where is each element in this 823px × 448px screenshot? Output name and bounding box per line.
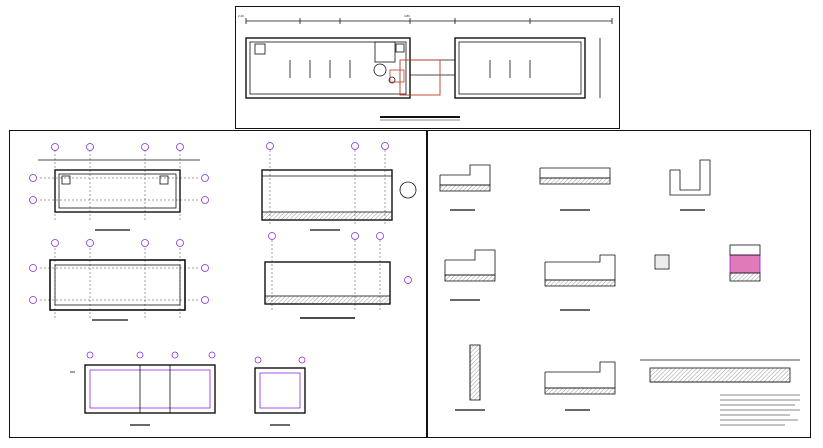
top-plan <box>245 18 613 121</box>
top-dim-label-right: 4.80 <box>404 14 410 18</box>
left-bottom-plan-bubbles <box>86 351 216 359</box>
left-sheet <box>9 130 427 438</box>
left-bottom-section-bubbles <box>254 356 306 364</box>
left-plan-2-bubbles <box>29 239 209 304</box>
left-section-1 <box>261 150 417 231</box>
top-dim-label-left: 2.40 <box>238 14 244 18</box>
left-section-2 <box>264 240 391 319</box>
left-section-2-bubbles <box>268 232 412 284</box>
top-sheet <box>235 6 620 129</box>
right-sheet <box>427 130 811 438</box>
right-details <box>439 159 800 426</box>
left-plan-1-bubbles <box>29 143 209 204</box>
left-plan-1 <box>38 150 200 231</box>
left-bottom-section <box>254 367 306 426</box>
left-bottom-plan <box>70 364 216 426</box>
top-plan-text: 2.40 4.80 <box>238 14 410 18</box>
left-plan-2 <box>40 248 200 321</box>
left-section-1-bubbles <box>266 142 389 150</box>
